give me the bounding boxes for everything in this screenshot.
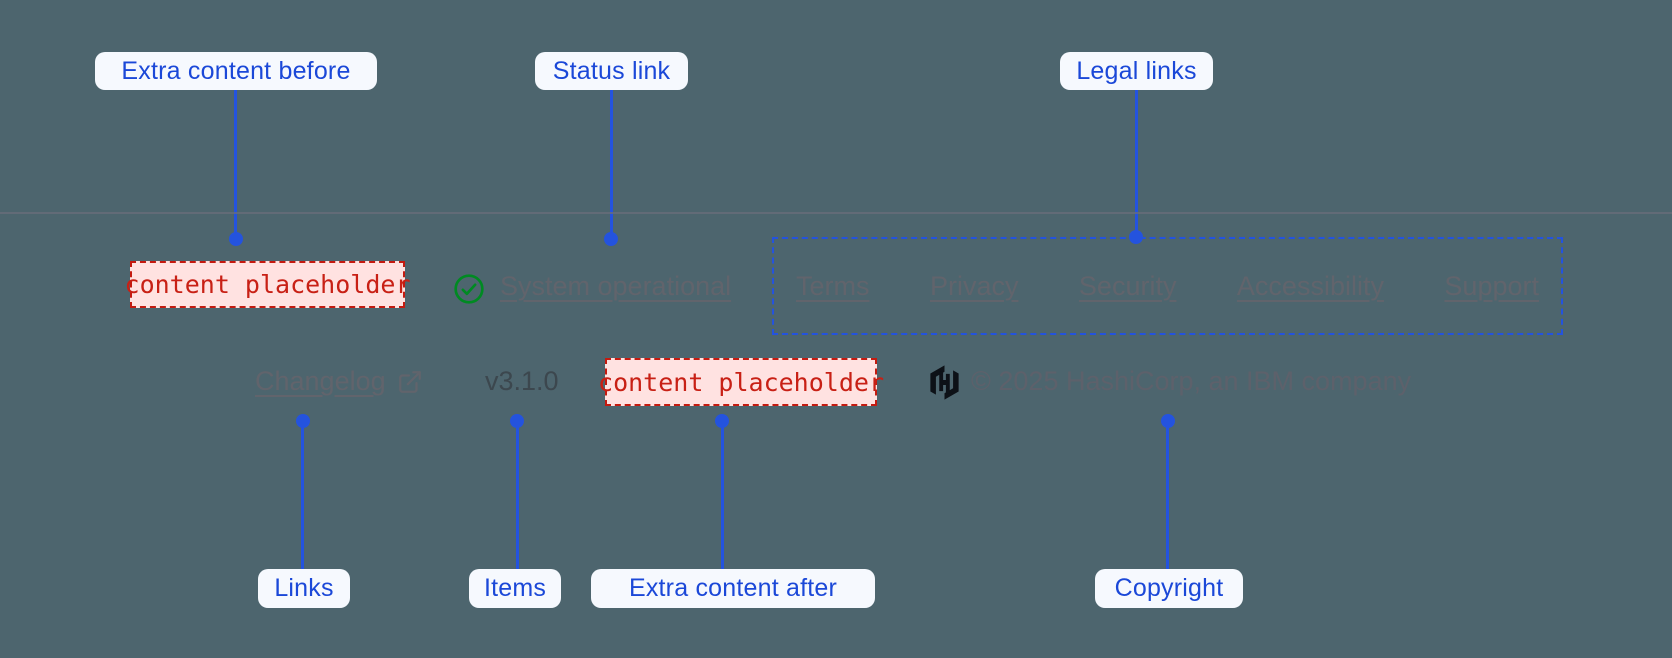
connector-dot — [229, 232, 243, 246]
version-label: v3.1.0 — [485, 366, 559, 396]
copyright-text: © 2025 HashiCorp, an IBM company — [971, 366, 1412, 396]
callout-items: Items — [469, 569, 561, 608]
changelog-link-group: Changelog — [255, 366, 423, 397]
extra-content-before-placeholder: content placeholder — [125, 261, 411, 308]
legal-link-privacy[interactable]: Privacy — [929, 270, 1019, 301]
connector-dot — [604, 232, 618, 246]
check-circle-icon — [453, 273, 485, 305]
hashicorp-logo-icon — [928, 365, 960, 400]
connector-line — [516, 421, 519, 569]
callout-copyright: Copyright — [1095, 569, 1243, 608]
connector-line — [721, 421, 724, 569]
callout-status-link: Status link — [535, 52, 688, 90]
legal-link-terms[interactable]: Terms — [796, 270, 870, 301]
legal-link-accessibility[interactable]: Accessibility — [1236, 270, 1384, 301]
connector-line — [301, 421, 304, 569]
legal-link-support[interactable]: Support — [1444, 270, 1539, 301]
external-link-icon — [397, 369, 423, 395]
footer-top-divider — [0, 212, 1672, 214]
connector-line — [234, 90, 237, 236]
callout-legal-links: Legal links — [1060, 52, 1213, 90]
connector-line — [1166, 421, 1169, 569]
connector-line — [1135, 90, 1138, 234]
legal-links-group: Terms Privacy Security Accessibility Sup… — [772, 237, 1563, 335]
callout-extra-content-before: Extra content before — [95, 52, 377, 90]
changelog-link[interactable]: Changelog — [255, 366, 386, 396]
status-link[interactable]: System operational — [500, 271, 732, 301]
callout-links: Links — [258, 569, 350, 608]
extra-content-after-placeholder: content placeholder — [598, 358, 884, 406]
callout-extra-content-after: Extra content after — [591, 569, 875, 608]
connector-line — [610, 90, 613, 236]
legal-link-security[interactable]: Security — [1078, 270, 1177, 301]
